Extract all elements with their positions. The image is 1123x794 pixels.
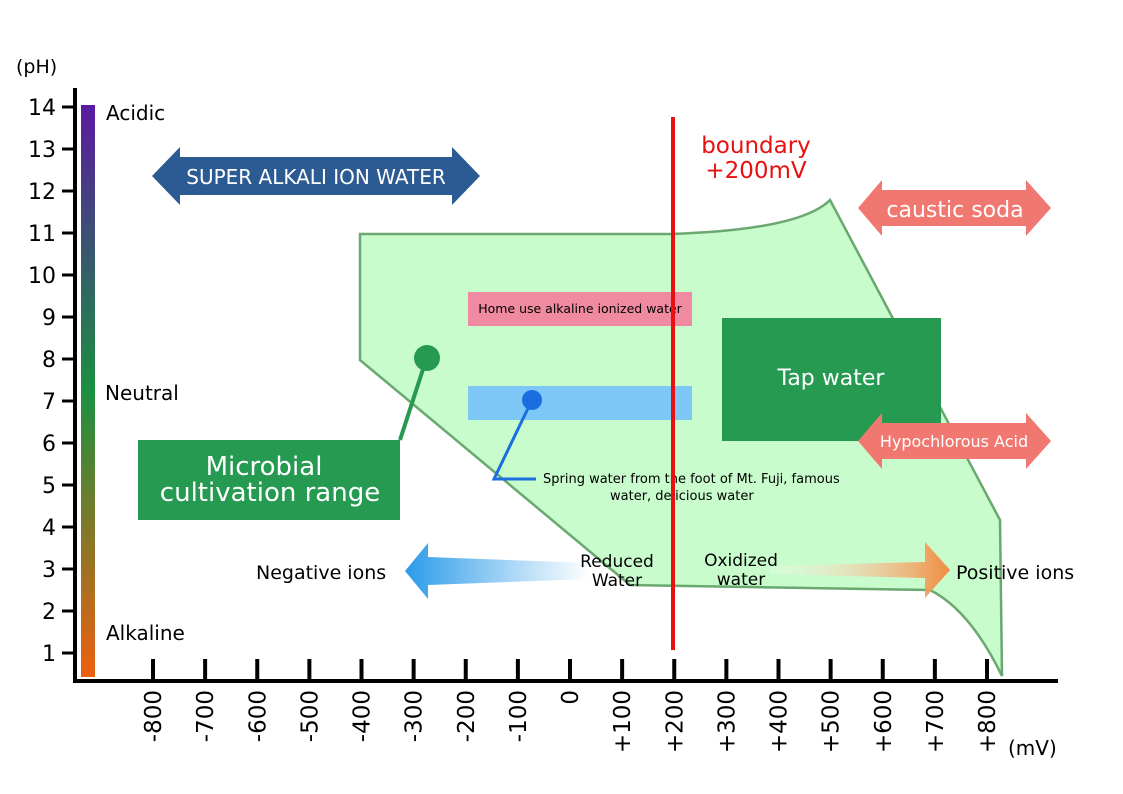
super-alkali-label: SUPER ALKALI ION WATER	[186, 165, 446, 189]
y-tick-label: 6	[42, 432, 56, 457]
hypochlorous-label: Hypochlorous Acid	[880, 432, 1028, 451]
boundary-label-line1: boundary	[701, 133, 811, 159]
y-tick-label: 12	[28, 180, 56, 205]
x-tick-label: -200	[454, 690, 480, 742]
y-tick-label: 7	[42, 390, 56, 415]
positive-ions-arrow	[770, 542, 950, 598]
ph-scale-bar	[81, 105, 95, 677]
y-tick-label: 4	[42, 516, 56, 541]
x-tick-label: -400	[350, 690, 376, 742]
x-tick-label: -100	[506, 690, 532, 742]
super-alkali-arrow	[152, 147, 480, 205]
x-axis-ticks: -800 -700 -600 -500 -400 -300 -200 -100 0 +100 +20…	[141, 659, 1001, 753]
x-tick-label: +300	[714, 690, 740, 753]
x-tick-label: -700	[193, 690, 219, 742]
tap-water-box	[722, 318, 941, 441]
boundary-label-line2: +200mV	[705, 158, 807, 184]
y-axis-unit: (pH)	[16, 56, 57, 78]
x-tick-label: +700	[923, 690, 949, 753]
scale-label-acidic: Acidic	[106, 101, 165, 125]
y-tick-label: 3	[42, 558, 56, 583]
scale-label-alkaline: Alkaline	[106, 621, 185, 645]
oxidized-water-line1: Oxidized	[704, 551, 778, 571]
y-tick-label: 11	[28, 222, 56, 247]
scale-label-neutral: Neutral	[105, 381, 179, 405]
y-tick-label: 1	[42, 642, 56, 667]
x-tick-label: +200	[662, 690, 688, 753]
x-tick-label: +100	[610, 690, 636, 753]
caustic-soda-arrow	[858, 180, 1051, 236]
x-axis-unit: (mV)	[1008, 736, 1057, 760]
y-tick-label: 13	[28, 138, 56, 163]
x-tick-label: +400	[767, 690, 793, 753]
y-tick-label: 10	[28, 264, 56, 289]
reduced-water-line1: Reduced	[580, 552, 654, 572]
y-tick-label: 2	[42, 600, 56, 625]
y-tick-label: 8	[42, 348, 56, 373]
oxidized-water-line2: water	[717, 570, 765, 590]
x-tick-label: +500	[819, 690, 845, 753]
y-tick-label: 14	[28, 96, 56, 121]
spring-pointer-dot	[522, 390, 542, 410]
x-tick-label: -300	[402, 690, 428, 742]
x-tick-label: +600	[871, 690, 897, 753]
negative-ions-arrow	[405, 543, 590, 599]
positive-ions-label: Positive ions	[956, 562, 1074, 584]
y-tick-label: 5	[42, 474, 56, 499]
tap-water-label: Tap water	[777, 366, 886, 391]
home-use-label: Home use alkaline ionized water	[478, 301, 682, 316]
x-tick-label: +800	[975, 690, 1001, 753]
spring-pointer-line	[491, 399, 536, 481]
microbial-label-line2: cultivation range	[160, 478, 380, 508]
x-tick-label: -800	[141, 690, 167, 742]
microbial-pointer-dot	[414, 345, 440, 371]
microbial-box	[138, 440, 400, 520]
reduced-water-line2: Water	[592, 571, 642, 591]
home-use-box	[468, 292, 692, 326]
microbial-pointer-line	[398, 359, 428, 441]
x-tick-label: -500	[297, 690, 323, 742]
x-tick-label: 0	[558, 690, 584, 705]
caustic-soda-label: caustic soda	[886, 198, 1023, 223]
spring-label-line2: water, delicious water	[610, 489, 754, 504]
y-tick-label: 9	[42, 306, 56, 331]
negative-ions-label: Negative ions	[256, 562, 386, 584]
spring-water-band	[468, 386, 692, 420]
spring-label-line1: Spring water from the foot of Mt. Fuji, …	[543, 472, 840, 487]
x-tick-label: -600	[245, 690, 271, 742]
microbial-label-line1: Microbial	[206, 452, 323, 482]
hypochlorous-arrow	[858, 413, 1051, 469]
